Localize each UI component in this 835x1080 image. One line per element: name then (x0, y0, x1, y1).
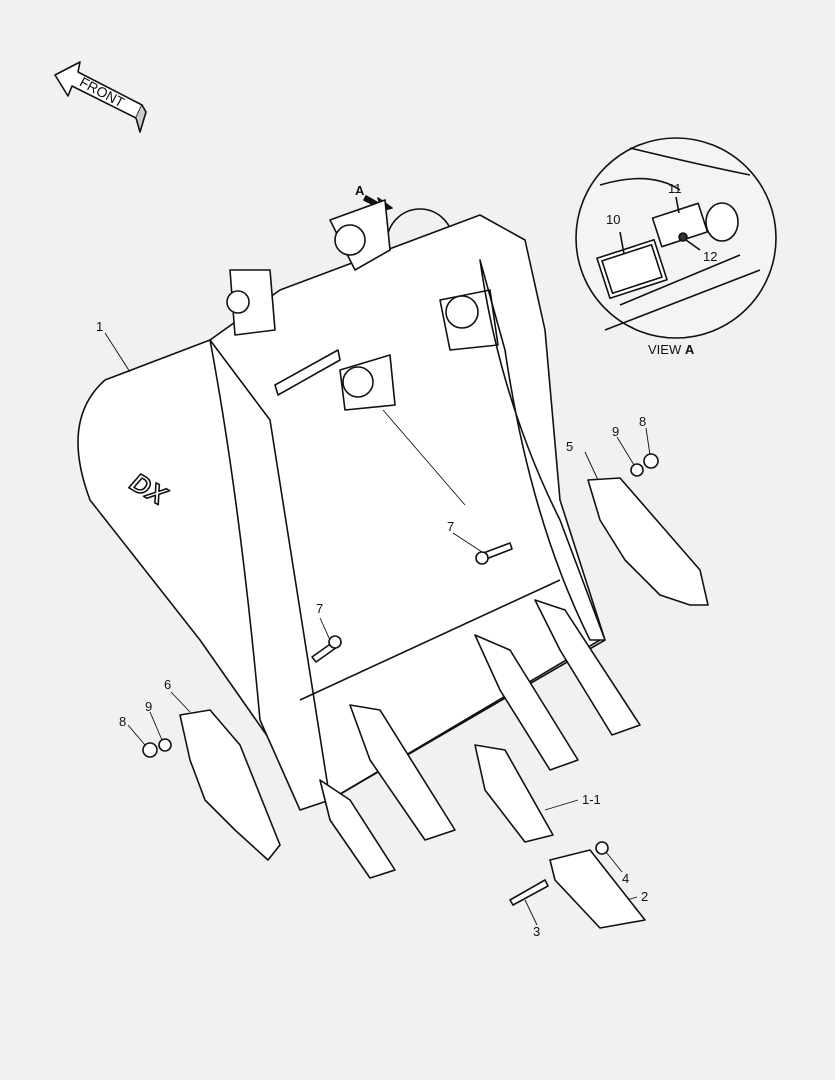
callout-9-left: 9 (145, 699, 153, 714)
callout-7-left: 7 (316, 601, 324, 616)
callout-1-1: 1-1 (582, 792, 601, 807)
callout-6: 6 (164, 677, 172, 692)
side-cutter-left (179, 709, 281, 861)
view-a-title: VIEW A (648, 343, 694, 356)
callout-10: 10 (606, 212, 621, 227)
callout-7-right: 7 (447, 519, 455, 534)
callout-8-left: 8 (119, 714, 127, 729)
callout-1: 1 (96, 319, 104, 334)
detail-view-circle (575, 137, 777, 339)
callout-2: 2 (641, 889, 649, 904)
bucket-teeth (319, 599, 646, 929)
callout-11: 11 (668, 181, 682, 196)
callout-9-right: 9 (612, 424, 620, 439)
hardware (142, 453, 659, 906)
side-cutter-right (587, 477, 709, 606)
callout-5: 5 (566, 439, 574, 454)
view-title-text: VIEW (648, 342, 682, 357)
bucket-body (77, 199, 606, 811)
leader-lines (104, 332, 651, 926)
callout-3: 3 (533, 924, 541, 939)
view-title-letter: A (684, 342, 695, 357)
view-marker-label: A (355, 183, 365, 198)
front-arrow-icon (54, 61, 147, 133)
callout-4: 4 (622, 871, 630, 886)
callout-8-right: 8 (639, 414, 647, 429)
callout-12: 12 (703, 249, 718, 264)
